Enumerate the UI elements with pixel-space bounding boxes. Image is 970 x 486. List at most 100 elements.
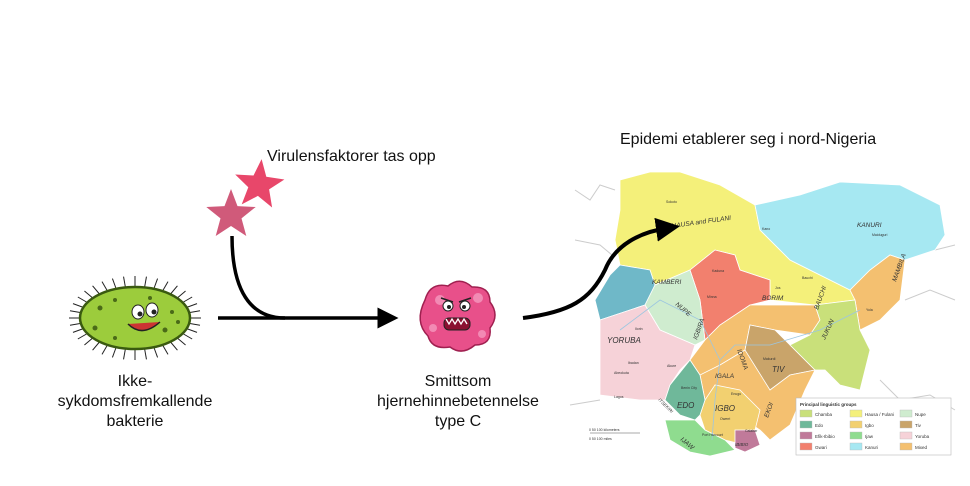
bacterium-pilus: [72, 328, 84, 333]
bacterium-pilus: [169, 285, 178, 295]
legend-label: Yoruba: [915, 434, 930, 439]
legend-item: Efik-Ibibio: [799, 431, 835, 440]
legend-label: Kanuri: [865, 445, 878, 450]
bacterium-pilus: [186, 328, 198, 333]
bacterium-caption-line: sykdomsfremkallende: [57, 393, 213, 410]
pathogen-caption-line: type C: [434, 413, 482, 430]
region-edo: [664, 359, 706, 421]
pathogen-caption-line: hjernehinnebetennelse: [377, 393, 539, 410]
star-icon: [235, 159, 285, 208]
legend-label: Ijaw: [865, 434, 874, 439]
scale-km: 0 50 100 kilometers: [589, 428, 620, 432]
arrow-pathogen-to-map: [522, 217, 680, 320]
city-enugu: Enugu: [731, 392, 741, 396]
legend-label: Gwari: [815, 445, 827, 450]
bacterium-pilus: [182, 333, 193, 340]
bacterium-caption-line: Ikke-: [117, 373, 153, 390]
city-jos: Jos: [775, 286, 781, 290]
bacterium-pilus: [84, 337, 94, 346]
city-port-harcourt: Port Harcourt: [702, 433, 723, 437]
bacterium-pilus: [77, 296, 88, 303]
bacterium-pilus: [92, 341, 101, 351]
legend-swatch: [899, 409, 913, 418]
bacterium-caption: Ikke- sykdomsfremkallende bakterie: [55, 372, 215, 432]
legend-swatch: [899, 442, 913, 451]
legend-label: Hausa / Fulani: [865, 412, 894, 417]
bacterium-pilus: [189, 310, 201, 314]
city-ibadan: Ibadan: [628, 361, 639, 365]
bacterium-pilus: [101, 344, 108, 355]
label-kanuri: KANURI: [857, 222, 882, 229]
region-kanuri: [754, 181, 946, 291]
city-akure: Akure: [667, 364, 676, 368]
rivers: [619, 299, 861, 441]
city-abeokuta: Abeokuta: [614, 371, 629, 375]
bacterium-pilus: [169, 341, 178, 351]
bacterium-pilus: [176, 290, 186, 299]
label-borim: BORIM: [762, 295, 784, 302]
bacterium-pilus: [144, 276, 147, 288]
legend-label: Nupe: [915, 412, 926, 417]
bacterium-pilus: [101, 281, 108, 292]
city-calabar: Calabar: [745, 429, 758, 433]
legend-item: Gwari: [799, 442, 827, 451]
map-scale: 0 50 100 kilometers 0 50 100 miles: [589, 428, 640, 441]
city-benin: Benin City: [681, 386, 697, 390]
legend-swatch: [849, 442, 863, 451]
legend-item: Ijaw: [849, 431, 874, 440]
legend-swatch: [799, 431, 813, 440]
legend-item: Yoruba: [899, 431, 930, 440]
legend-swatch: [799, 442, 813, 451]
legend-label: Chamba: [815, 412, 833, 417]
bacterium-pilus: [72, 303, 84, 308]
legend-label: Efik-Ibibio: [815, 434, 835, 439]
bacterium-pilus: [153, 278, 159, 290]
city-minna: Minna: [707, 295, 717, 299]
region-yoruba: [599, 304, 696, 401]
legend-label: Tiv: [915, 423, 922, 428]
label-yoruba: YORUBA: [607, 336, 641, 345]
pathogen-caption-line: Smittsom: [424, 373, 492, 390]
city-sokoto: Sokoto: [666, 200, 677, 204]
region-ijaw: [664, 419, 736, 457]
bacterium-pilus: [123, 348, 126, 360]
label-igbo: IGBO: [715, 404, 735, 413]
bacterium-pilus: [123, 276, 126, 288]
legend-item: Mixed: [899, 442, 928, 451]
nigeria-map: HAUSA and FULANI KANURI KAMBERI NUPE YOR…: [569, 171, 956, 457]
uptake-curve: [230, 235, 286, 320]
legend-item: Edo: [799, 420, 824, 429]
scale-miles: 0 50 100 miles: [589, 437, 612, 441]
legend-item: Hausa / Fulani: [849, 409, 894, 418]
city-owerri: Owerri: [720, 417, 731, 421]
epidemic-caption: Epidemi etablerer seg i nord-Nigeria: [620, 131, 877, 148]
bacterium-pilus: [144, 348, 147, 360]
region-efik-ibibio: [734, 429, 761, 453]
label-kamberi: KAMBERI: [652, 279, 681, 286]
city-makurdi: Makurdi: [763, 357, 776, 361]
city-yola: Yola: [866, 308, 873, 312]
legend-label: Edo: [815, 423, 824, 428]
legend-swatch: [849, 420, 863, 429]
label-edo: EDO: [677, 401, 694, 410]
star-icon: [206, 189, 256, 236]
city-maiduguri: Maiduguri: [872, 233, 888, 237]
label-ekoi: EKOI: [763, 402, 775, 419]
bacterium-pilus: [189, 322, 201, 326]
city-ilorin: Ilorin: [635, 327, 643, 331]
label-tiv: TIV: [772, 365, 785, 374]
pathogen-caption: Smittsom hjernehinnebetennelse type C: [368, 372, 548, 432]
legend-item: Igbo: [849, 420, 874, 429]
bacterium-pilus: [162, 344, 169, 355]
bacterium-pilus: [92, 285, 101, 295]
city-kaduna: Kaduna: [712, 269, 724, 273]
bacterium-pilus: [176, 337, 186, 346]
bacterium-pilus: [182, 296, 193, 303]
city-lagos: Lagos: [614, 395, 624, 399]
legend-swatch: [849, 431, 863, 440]
legend-swatch: [899, 431, 913, 440]
bacterium-pilus: [111, 278, 117, 290]
legend-item: Nupe: [899, 409, 926, 418]
